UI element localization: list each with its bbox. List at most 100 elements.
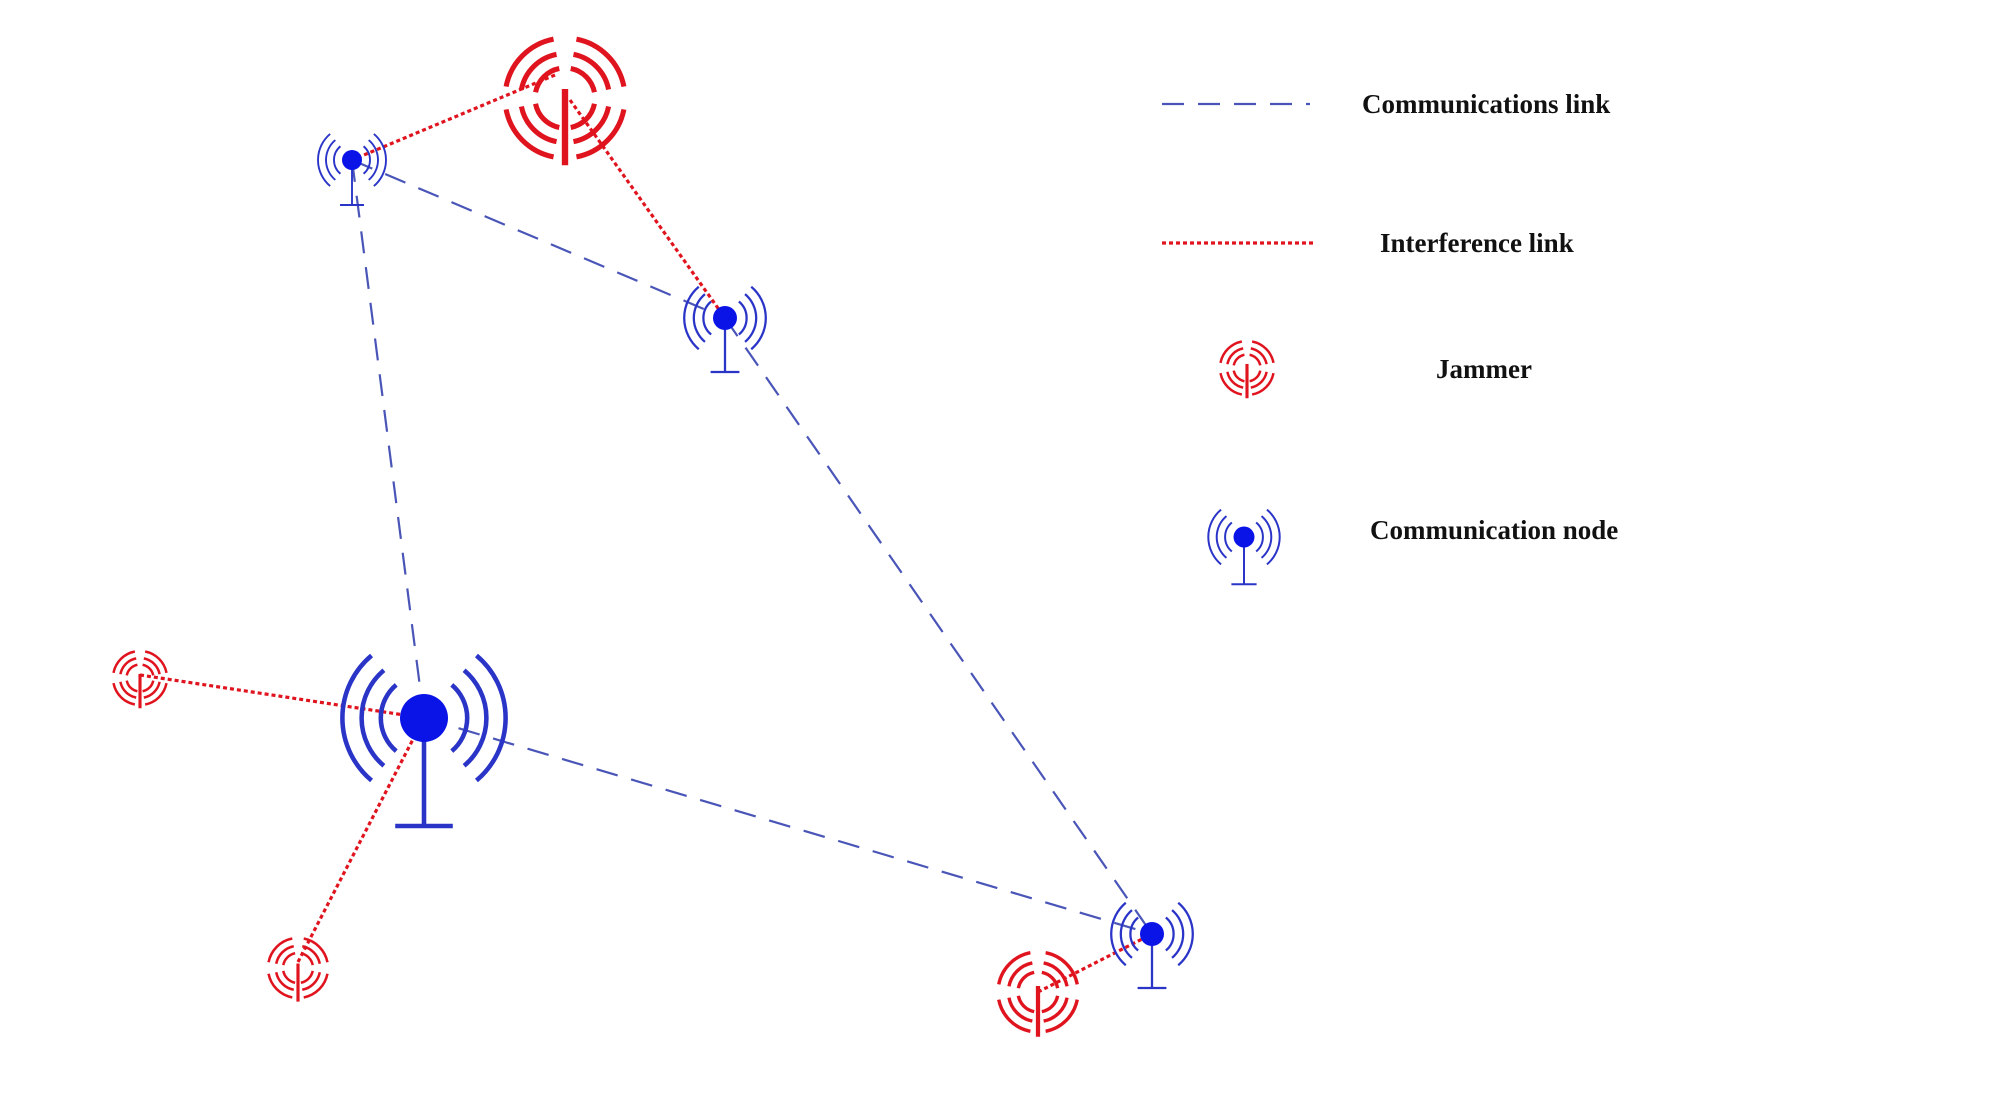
jammer-bottom-left bbox=[267, 937, 329, 1002]
node-wave-arc bbox=[1255, 521, 1264, 553]
jammer-ring-arc bbox=[142, 663, 155, 676]
jammer-ring-arc bbox=[1045, 999, 1079, 1033]
comm-link-center-bottomright bbox=[423, 716, 1153, 936]
node-wave-arc bbox=[373, 133, 387, 187]
legend-comm-link-label: Communications link bbox=[1362, 89, 1610, 119]
communication-links bbox=[350, 158, 1153, 936]
node-wave-arc bbox=[359, 668, 386, 768]
jammer-ring-arc bbox=[1232, 353, 1245, 366]
comm-link-topleft-uppermiddle bbox=[351, 158, 726, 320]
node-wave-arc bbox=[1224, 521, 1233, 553]
node-wave-arc bbox=[462, 668, 489, 768]
node-wave-arc bbox=[744, 293, 758, 343]
jammer-ring-arc bbox=[142, 680, 155, 693]
jammer-ring-arc bbox=[274, 971, 295, 992]
jammer-ring-arc bbox=[282, 952, 296, 966]
jammer-ring-arc bbox=[144, 650, 168, 674]
node-wave-arc bbox=[450, 683, 470, 753]
interference-link-jammerbottomleft-center bbox=[296, 717, 426, 963]
node-wave-arc bbox=[317, 133, 331, 187]
jammer-ring-arc bbox=[119, 657, 137, 675]
interference-links bbox=[139, 73, 1153, 994]
comm-link-topleft-center bbox=[350, 159, 426, 719]
node-large-center bbox=[340, 653, 508, 829]
jammer-ring-arc bbox=[274, 944, 295, 965]
node-bottom-right bbox=[1110, 901, 1194, 990]
jammer-ring-arc bbox=[125, 680, 138, 693]
jammer-ring-arc bbox=[125, 663, 138, 676]
jammer-ring-arc bbox=[997, 951, 1031, 985]
jammer-ring-arc bbox=[1045, 951, 1079, 985]
jammer-ring-arc bbox=[301, 944, 322, 965]
jammer-ring-arc bbox=[1219, 372, 1243, 396]
legend-interference-link-label: Interference link bbox=[1380, 228, 1574, 258]
jammer-ring-arc bbox=[533, 103, 560, 130]
jammer-ring-arc bbox=[301, 971, 322, 992]
node-wave-arc bbox=[378, 683, 398, 753]
node-wave-arc bbox=[1119, 909, 1133, 959]
interference-link-jammerleft-center bbox=[139, 673, 425, 720]
jammer-ring-arc bbox=[1249, 370, 1262, 383]
jammer-ring-arc bbox=[1251, 340, 1275, 364]
legend-node-icon bbox=[1207, 508, 1281, 586]
node-wave-arc bbox=[1171, 909, 1185, 959]
jammer-ring-arc bbox=[112, 650, 136, 674]
legend-node-label: Communication node bbox=[1370, 515, 1618, 545]
node-wave-arc bbox=[1110, 901, 1127, 967]
jammer-ring-arc bbox=[572, 105, 612, 145]
jammer-ring-arc bbox=[503, 36, 555, 88]
jammer-ring-arc bbox=[1016, 970, 1035, 989]
legend-jammer-label: Jammer bbox=[1436, 354, 1532, 384]
node-top-left bbox=[317, 133, 387, 206]
jammer-ring-arc bbox=[303, 973, 329, 999]
node-wave-arc bbox=[362, 145, 371, 175]
jammer-ring-arc bbox=[1249, 353, 1262, 366]
jammer-ring-arc bbox=[143, 657, 161, 675]
node-wave-arc bbox=[1260, 515, 1273, 559]
jammer-ring-arc bbox=[1041, 995, 1060, 1014]
jammer-ring-arc bbox=[144, 682, 168, 706]
jammer-ring-arc bbox=[1016, 995, 1035, 1014]
jammer-ring-arc bbox=[503, 108, 555, 160]
jammer-ring-arc bbox=[1043, 961, 1069, 987]
node-wave-arc bbox=[1215, 515, 1228, 559]
jammer-ring-arc bbox=[303, 937, 329, 963]
jammer-ring-arc bbox=[119, 681, 137, 699]
jammer-ring-arc bbox=[1219, 340, 1243, 364]
node-wave-arc bbox=[692, 293, 706, 343]
jammer-ring-arc bbox=[267, 937, 293, 963]
node-wave-arc bbox=[738, 300, 748, 336]
node-wave-arc bbox=[750, 285, 767, 351]
node-dot bbox=[1140, 922, 1164, 946]
jammer-ring-arc bbox=[997, 999, 1031, 1033]
node-dot bbox=[713, 306, 737, 330]
node-wave-arc bbox=[683, 285, 700, 351]
jammer-ring-arc bbox=[300, 970, 314, 984]
jammer-ring-arc bbox=[1226, 347, 1244, 365]
jammer-ring-arc bbox=[1043, 997, 1069, 1023]
node-wave-arc bbox=[333, 145, 342, 175]
interference-link-jammertop-uppermiddle bbox=[568, 99, 727, 319]
jammer-ring-arc bbox=[1041, 970, 1060, 989]
node-wave-arc bbox=[368, 139, 379, 181]
jammer-ring-arc bbox=[300, 952, 314, 966]
jammer-ring-arc bbox=[570, 103, 597, 130]
node-dot bbox=[342, 150, 362, 170]
jammer-ring-arc bbox=[112, 682, 136, 706]
node-wave-arc bbox=[1266, 508, 1281, 566]
node-upper-middle bbox=[683, 285, 767, 374]
jammer-ring-arc bbox=[1007, 961, 1033, 987]
node-dot bbox=[400, 694, 448, 742]
jammer-ring-arc bbox=[533, 66, 560, 93]
node-wave-arc bbox=[325, 139, 336, 181]
node-wave-arc bbox=[340, 653, 374, 783]
node-wave-arc bbox=[1129, 916, 1139, 952]
node-wave-arc bbox=[702, 300, 712, 336]
jammer-left bbox=[112, 650, 168, 709]
jammer-ring-arc bbox=[575, 36, 627, 88]
jammer-ring-arc bbox=[1251, 372, 1275, 396]
jammer-ring-arc bbox=[518, 51, 558, 91]
jammer-ring-arc bbox=[282, 970, 296, 984]
jammer-ring-arc bbox=[1226, 371, 1244, 389]
jammer-bottom-right bbox=[997, 951, 1079, 1037]
